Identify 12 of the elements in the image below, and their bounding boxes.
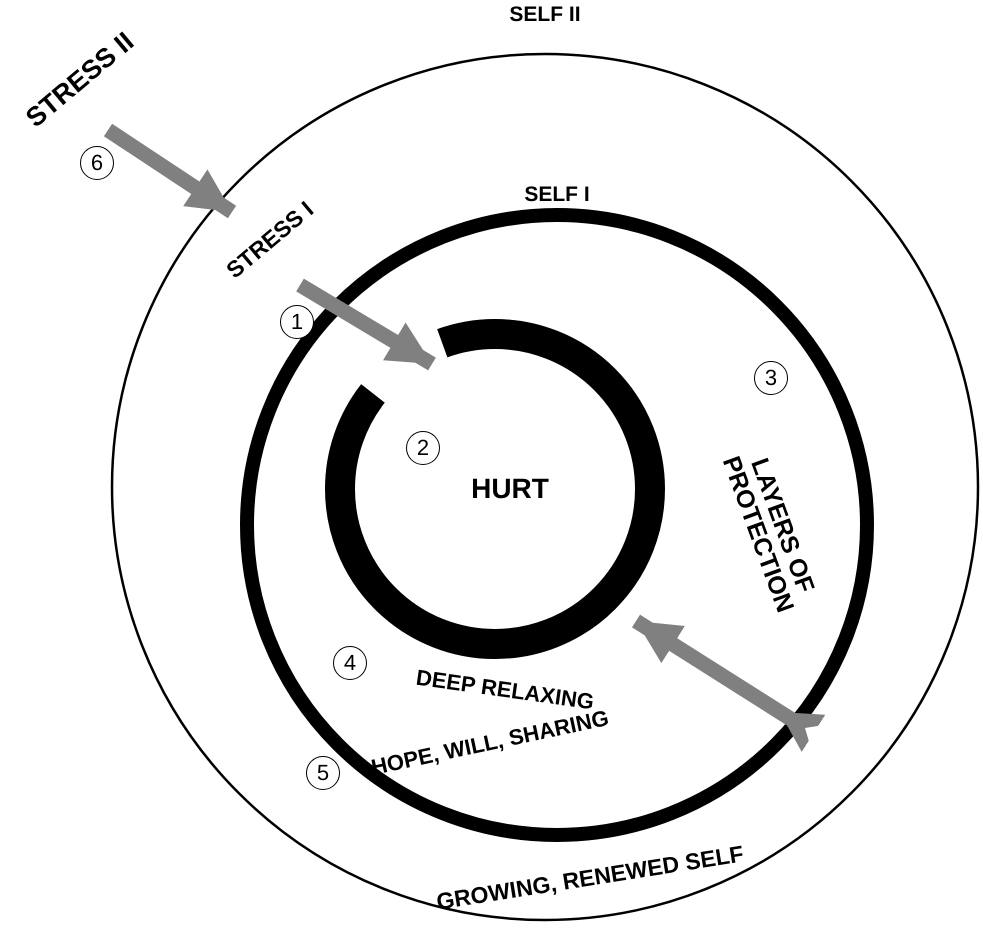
callout-number: 3 [754, 361, 788, 395]
callout-number: 6 [80, 146, 114, 180]
callout-number: 2 [406, 431, 440, 465]
arrow [296, 278, 436, 370]
callout-number: 5 [306, 756, 340, 790]
callout-number: 1 [280, 305, 314, 339]
caption-label: GROWING, RENEWED SELF [434, 840, 746, 916]
callout-number: 4 [333, 646, 367, 680]
arrow [104, 124, 236, 218]
ring-label: SELF I [524, 183, 590, 207]
circle-label: SELF II [509, 3, 581, 27]
center-label: HURT [471, 473, 549, 505]
